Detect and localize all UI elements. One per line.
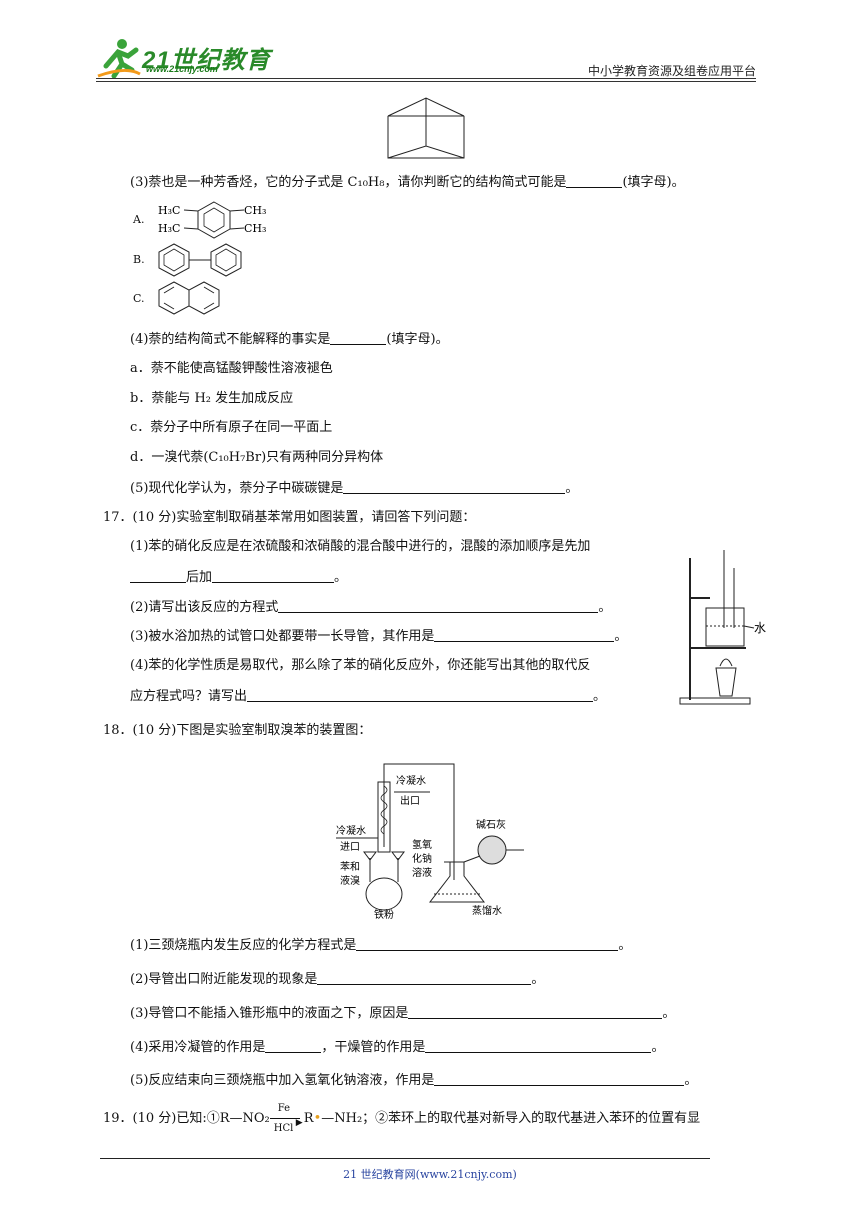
option-a-label: A. [133,213,145,226]
footer-text: 21 世纪教育网(www.21cnjy.com) [343,1168,517,1181]
q3-text: (3)萘也是一种芳香烃，它的分子式是 C₁₀H₈，请你判断它的结构简式可能是(填… [130,173,685,190]
q18-line3: (3)导管口不能插入锥形瓶中的液面之下，原因是。 [130,1004,676,1021]
q5-text: (5)现代化学认为，萘分子中碳碳键是。 [130,479,579,496]
svg-text:碱石灰: 碱石灰 [476,818,506,831]
q18-blank-2[interactable] [317,970,532,985]
svg-text:水: 水 [754,621,766,635]
header-platform-text: 中小学教育资源及组卷应用平台 [587,64,756,78]
q18-blank-4b[interactable] [425,1038,652,1053]
option-b-biphenyl [158,243,242,277]
svg-text:冷凝水: 冷凝水 [396,774,426,787]
q4-option-a: a．萘不能使高锰酸钾酸性溶液褪色 [130,361,333,376]
q18-line1: (1)三颈烧瓶内发生反应的化学方程式是。 [130,936,632,953]
q18-title: 18．(10 分)下图是实验室制取溴苯的装置图： [103,723,372,738]
q4-option-b: b．萘能与 H₂ 发生加成反应 [130,391,294,406]
svg-text:冷凝水: 冷凝水 [336,824,366,837]
q18-blank-3[interactable] [408,1004,663,1019]
svg-text:CH₃: CH₃ [244,222,266,235]
q3-answer-blank[interactable] [566,173,623,188]
q17-line5: (4)苯的化学性质是易取代，那么除了苯的硝化反应外，你还能写出其他的取代反 [130,658,591,673]
prism-figure [387,97,465,159]
q17-line1: (1)苯的硝化反应是在浓硫酸和浓硝酸的混合酸中进行的，混酸的添加顺序是先加 [130,539,591,554]
q17-line4: (3)被水浴加热的试管口处都要带一长导管，其作用是。 [130,627,628,644]
svg-text:化钠: 化钠 [412,852,432,865]
q17-line3: (2)请写出该反应的方程式。 [130,598,612,615]
svg-text:H₃C: H₃C [158,222,180,235]
svg-text:溶液: 溶液 [412,866,432,879]
logo-text: 21世纪教育 [142,47,271,74]
header-divider [96,78,756,79]
header-divider-2 [96,81,756,82]
q17-blank-second[interactable] [212,568,335,583]
q18-blank-5[interactable] [434,1071,685,1086]
option-c-naphthalene [158,281,220,315]
q18-line5: (5)反应结束向三颈烧瓶中加入氢氧化钠溶液，作用是。 [130,1071,698,1088]
bromobenzene-apparatus-figure: 冷凝水 出口 冷凝水 进口 苯和 液溴 氢氧 化钠 溶液 铁粉 蒸馏水 碱石灰 [336,763,524,921]
option-c-label: C. [133,292,145,305]
q17-blank-equation[interactable] [278,598,599,613]
svg-text:进口: 进口 [340,841,360,853]
option-a-structure: H₃C H₃C CH₃ CH₃ [158,201,266,239]
q5-answer-blank[interactable] [343,479,566,494]
q17-title: 17．(10 分)实验室制取硝基苯常用如图装置，请回答下列问题： [103,510,476,525]
svg-text:氢氧: 氢氧 [412,838,432,851]
q18-line2: (2)导管出口附近能发现的现象是。 [130,970,545,987]
logo-subtext: www.21cnjy.com [146,64,218,74]
q17-blank-other[interactable] [247,687,594,702]
q4-answer-blank[interactable] [330,330,387,345]
q18-blank-1[interactable] [356,936,619,951]
q17-blank-purpose[interactable] [434,627,615,642]
q18-line4: (4)采用冷凝管的作用是，干燥管的作用是。 [130,1038,665,1055]
svg-text:苯和: 苯和 [340,860,360,873]
svg-text:铁粉: 铁粉 [374,908,394,921]
footer-divider [100,1158,710,1159]
nitration-apparatus-figure: 水 [679,550,766,705]
svg-text:CH₃: CH₃ [244,204,266,217]
svg-text:液溴: 液溴 [340,874,360,887]
logo-runner-icon [97,39,141,79]
svg-text:出口: 出口 [400,794,420,807]
q17-blank-first[interactable] [130,568,186,583]
svg-text:蒸馏水: 蒸馏水 [472,904,502,917]
q4-option-c: c．萘分子中所有原子在同一平面上 [130,420,333,435]
option-b-label: B. [133,253,145,266]
q17-line6: 应方程式吗？请写出。 [130,687,607,704]
reaction-arrow-icon: Fe▶HCl [269,1103,304,1134]
q4-option-d: d．一溴代萘(C₁₀H₇Br)只有两种同分异构体 [130,450,384,465]
q4-text: (4)萘的结构简式不能解释的事实是(填字母)。 [130,330,449,347]
svg-text:H₃C: H₃C [158,204,180,217]
q18-blank-4a[interactable] [265,1038,322,1053]
q17-line2: 后加。 [130,568,347,587]
